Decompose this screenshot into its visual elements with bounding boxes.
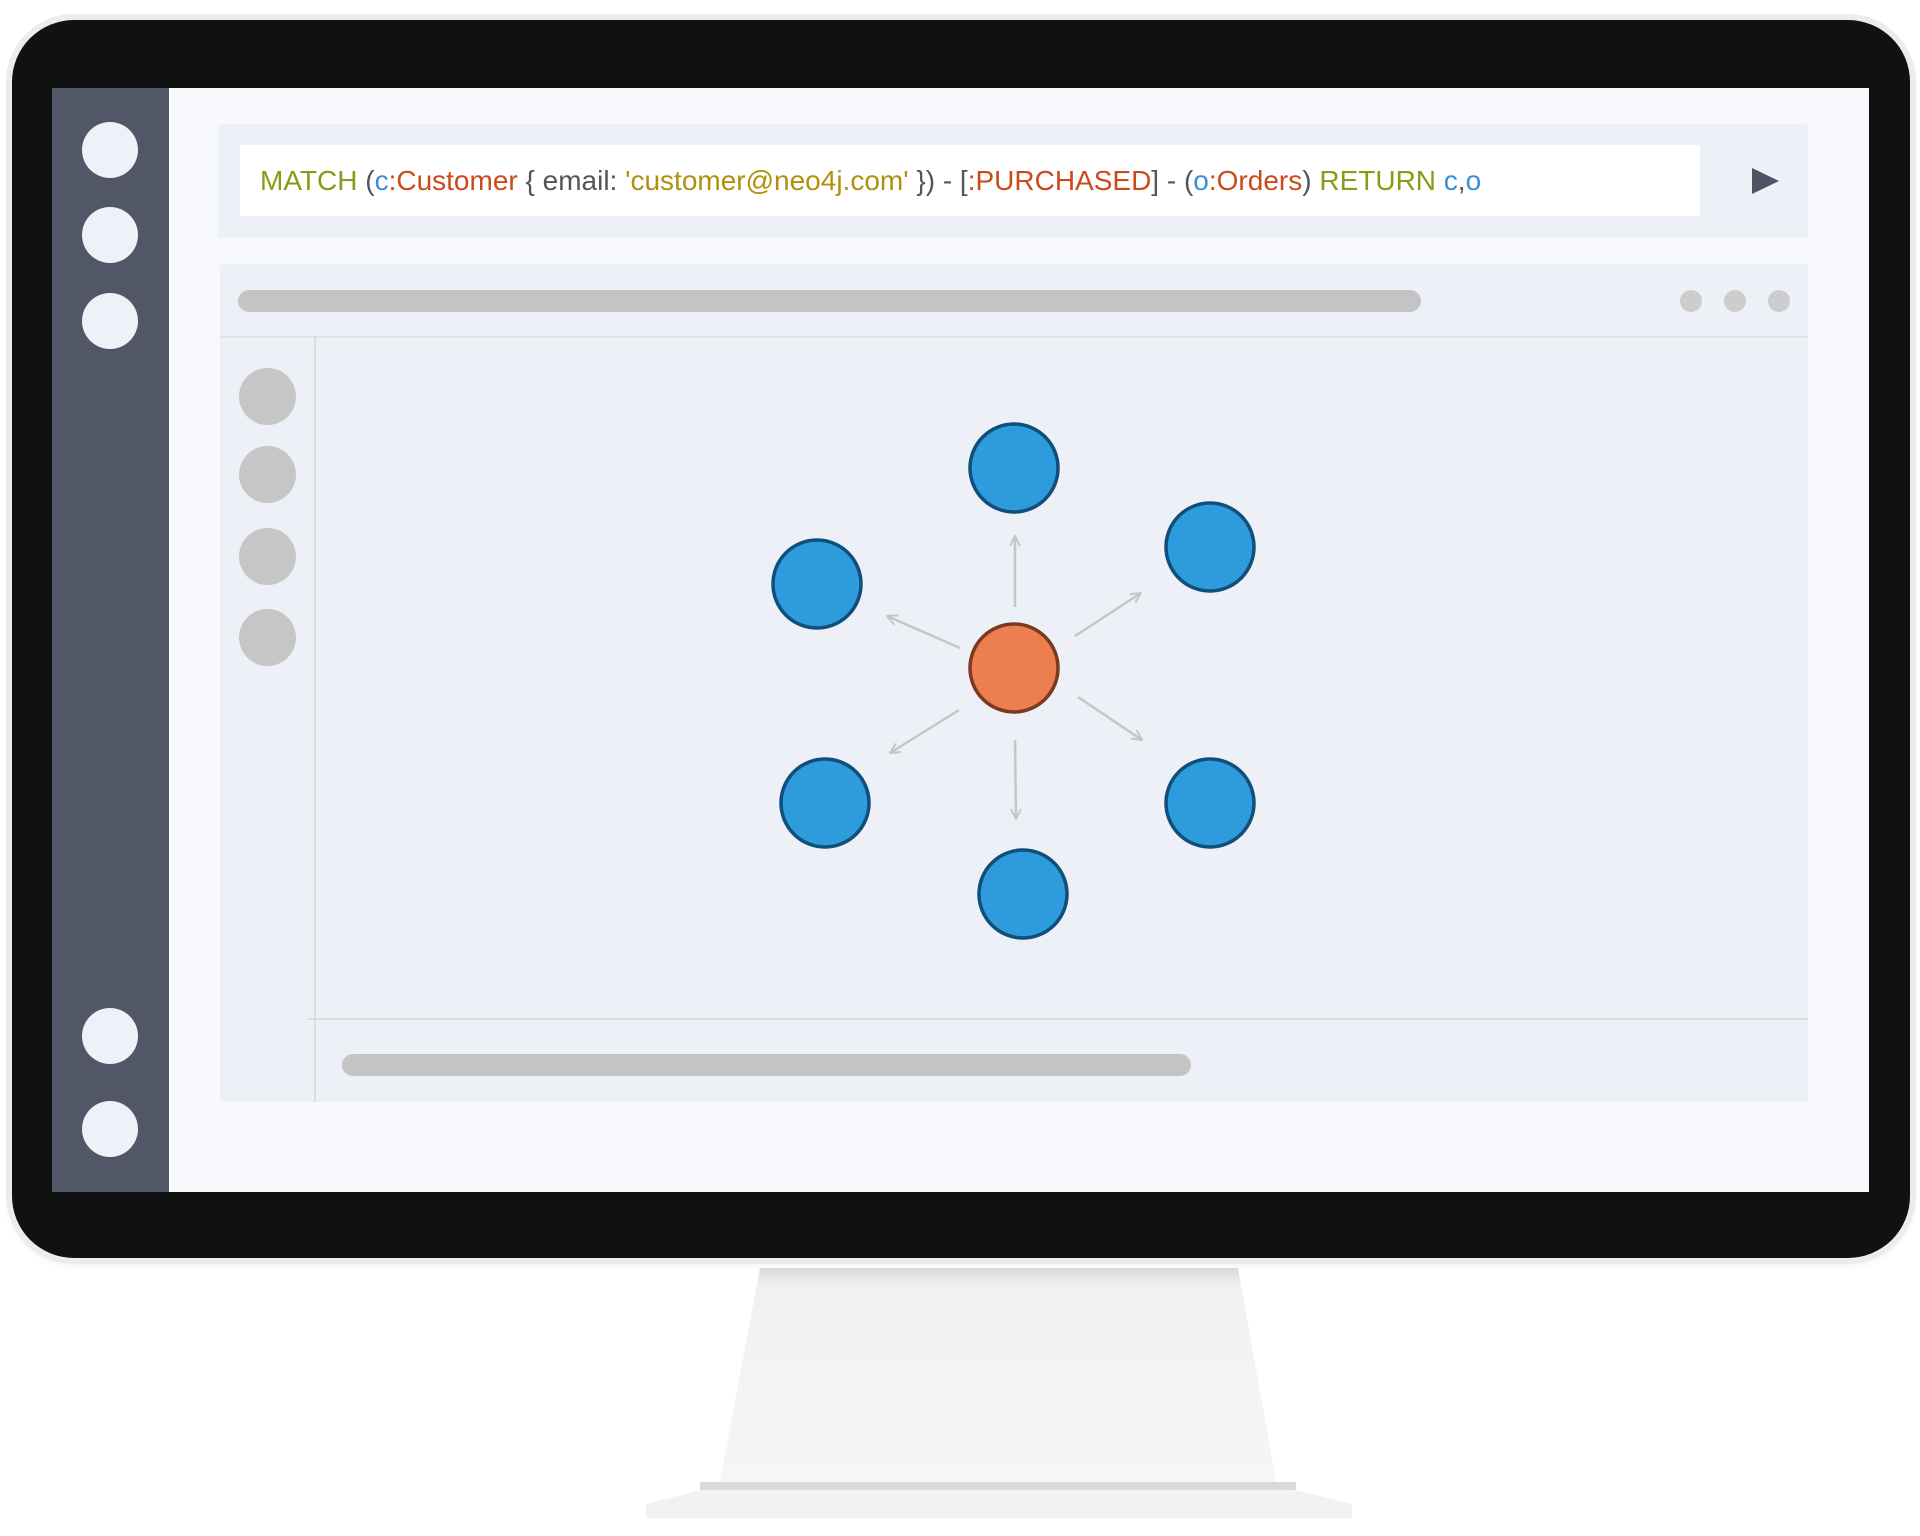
query-token: RETURN [1319, 165, 1437, 196]
sidebar-button-1[interactable] [82, 122, 138, 178]
frame-action-dot-1[interactable] [1680, 290, 1702, 312]
sidebar-button-4[interactable] [82, 1008, 138, 1064]
view-code-button[interactable] [239, 609, 296, 666]
result-frame [220, 264, 1808, 1102]
relationship-arrow [1015, 739, 1016, 819]
query-token: ) [1302, 165, 1320, 196]
view-text-button[interactable] [239, 528, 296, 585]
query-token [1436, 165, 1444, 196]
relationship-arrow [1074, 593, 1141, 638]
query-token: c [374, 165, 389, 196]
query-input[interactable]: MATCH (c:Customer { email: 'customer@neo… [240, 145, 1700, 216]
screen: MATCH (c:Customer { email: 'customer@neo… [52, 88, 1869, 1192]
sidebar-button-3[interactable] [82, 293, 138, 349]
query-token: ( [357, 165, 375, 196]
order-node [771, 538, 863, 630]
sidebar-button-2[interactable] [82, 207, 138, 263]
relationship-arrow [1077, 695, 1142, 740]
order-node [779, 757, 871, 849]
query-token: :Customer [388, 165, 518, 196]
monitor-frame: MATCH (c:Customer { email: 'customer@neo… [12, 20, 1910, 1258]
frame-action-dot-2[interactable] [1724, 290, 1746, 312]
footer-divider [308, 1018, 1808, 1020]
query-token: o [1193, 165, 1209, 196]
query-token: c [1443, 165, 1458, 196]
graph-canvas[interactable] [220, 264, 1808, 1102]
query-token: ] - ( [1151, 165, 1194, 196]
query-token: , [1457, 165, 1466, 196]
toolbar-divider [314, 336, 316, 1102]
order-node [1164, 757, 1256, 849]
query-token: :PURCHASED [967, 165, 1152, 196]
query-editor: MATCH (c:Customer { email: 'customer@neo… [218, 124, 1808, 238]
view-graph-button[interactable] [239, 368, 296, 425]
relationship-arrow [887, 616, 961, 650]
order-node [1164, 501, 1256, 593]
order-node [977, 848, 1069, 940]
sidebar [52, 88, 169, 1192]
query-token: }) - [ [908, 165, 968, 196]
view-table-button[interactable] [239, 446, 296, 503]
customer-node [968, 622, 1060, 714]
frame-action-dot-3[interactable] [1768, 290, 1790, 312]
query-token: :Orders [1208, 165, 1303, 196]
query-token: { email: [517, 165, 626, 196]
status-bar-placeholder [342, 1054, 1191, 1076]
main-area: MATCH (c:Customer { email: 'customer@neo… [169, 88, 1869, 1192]
query-token: MATCH [260, 165, 358, 196]
order-node [968, 422, 1060, 514]
result-title-placeholder [238, 290, 1421, 312]
query-token: 'customer@neo4j.com' [625, 165, 909, 196]
header-divider [220, 336, 1808, 338]
query-token: o [1465, 165, 1482, 196]
play-icon[interactable] [1750, 166, 1780, 196]
sidebar-button-5[interactable] [82, 1101, 138, 1157]
relationship-arrow [890, 708, 960, 753]
